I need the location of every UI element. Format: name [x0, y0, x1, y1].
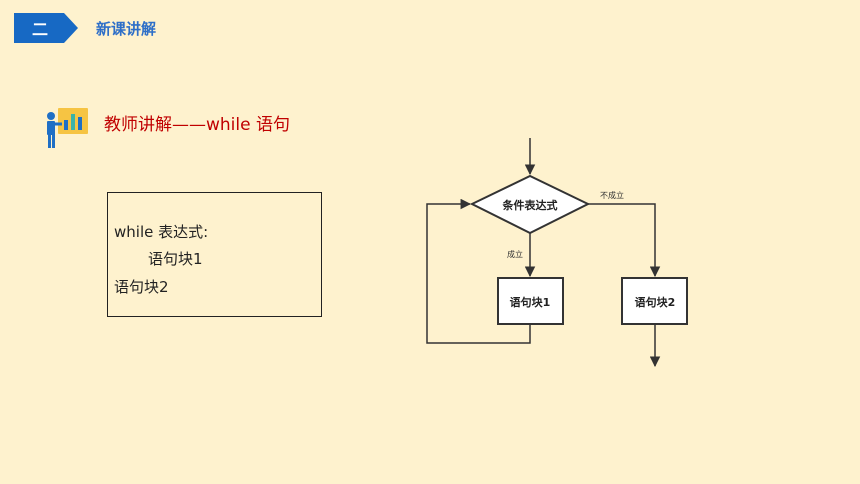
code-line-2: 语句块1 — [148, 250, 203, 268]
teacher-presentation-icon — [47, 108, 88, 148]
false-arrow — [588, 203, 661, 278]
code-line-3: 语句块2 — [114, 278, 169, 296]
condition-label: 条件表达式 — [502, 198, 558, 212]
section-number: 二 — [31, 20, 48, 39]
block1-label: 语句块1 — [510, 295, 551, 309]
block2-box — [621, 277, 688, 325]
section-tag: 二 新课讲解 — [14, 13, 156, 43]
code-line-1: while 表达式: — [114, 223, 209, 241]
page-heading: 教师讲解——while 语句 — [104, 115, 290, 135]
code-box: while 表达式: 语句块1 语句块2 — [107, 192, 322, 317]
section-chevron-icon — [14, 13, 78, 43]
false-label: 不成立 — [600, 190, 624, 200]
section-title: 新课讲解 — [96, 19, 157, 38]
true-label: 成立 — [507, 249, 523, 259]
loop-back-arrow — [426, 198, 531, 344]
while-flowchart: 条件表达式 成立 语句块1 不成立 语句块2 — [426, 138, 688, 368]
block2-label: 语句块2 — [635, 295, 676, 309]
